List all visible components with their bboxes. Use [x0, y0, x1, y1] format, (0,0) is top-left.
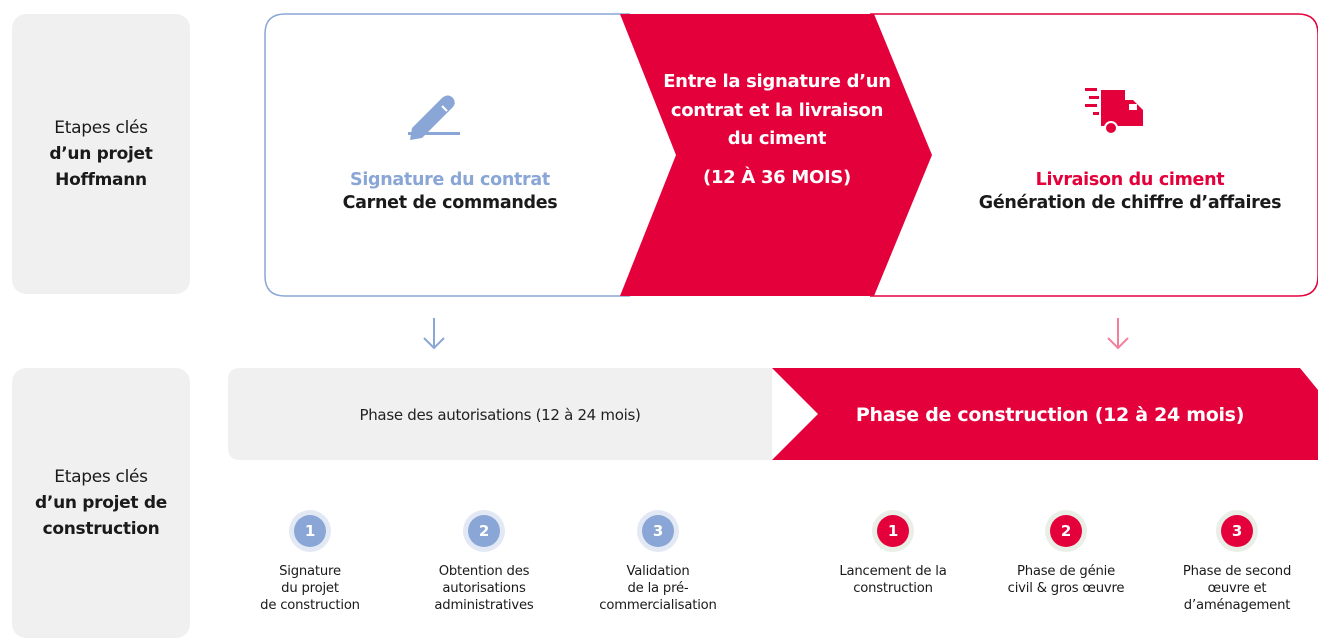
stage-signature: Signature du contrat Carnet de commandes [290, 169, 610, 215]
bottom-row-label-line2: d’un projet de construction [35, 493, 167, 539]
step-number-badge: 3 [1221, 515, 1253, 547]
step-description: Validation de la pré- commercialisation [599, 564, 717, 613]
step-description: Phase de génie civil & gros œuvre [1007, 564, 1125, 596]
delivery-truck-icon [1085, 88, 1143, 135]
bottom-row-label: Etapes clés d’un projet de construction [12, 368, 190, 638]
middle-chevron-text: Entre la signature d’un contrat et la li… [662, 68, 892, 192]
stage-signature-title: Signature du contrat [350, 170, 550, 190]
top-row-label: Etapes clés d’un projet Hoffmann [12, 14, 190, 294]
auth-step-3: 3 Validation de la pré- commercialisatio… [573, 515, 743, 614]
step-number-badge: 3 [642, 515, 674, 547]
step-description: Obtention des autorisations administrati… [434, 564, 534, 613]
phase-auth-bar [228, 368, 772, 460]
middle-chevron [620, 14, 932, 296]
auth-step-2: 2 Obtention des autorisations administra… [399, 515, 569, 614]
phase-cons-bar [772, 368, 1318, 460]
cons-step-3: 3 Phase de second œuvre et d’aménagement [1152, 515, 1318, 614]
bottom-row-label-line1: Etapes clés [54, 467, 148, 487]
pen-signature-icon [408, 95, 460, 140]
cons-step-2: 2 Phase de génie civil & gros œuvre [981, 515, 1151, 597]
arrow-down-red-icon [1107, 318, 1129, 350]
step-description: Signature du projet de construction [260, 564, 360, 613]
top-right-outline [870, 13, 1318, 297]
stage-signature-subtitle: Carnet de commandes [342, 193, 558, 213]
stage-delivery-subtitle: Génération de chiffre d’affaires [978, 193, 1282, 213]
step-number-badge: 1 [294, 515, 326, 547]
auth-step-1: 1 Signature du projet de construction [225, 515, 395, 614]
top-left-outline [264, 13, 630, 297]
step-description: Phase de second œuvre et d’aménagement [1182, 564, 1292, 613]
step-number-badge: 2 [1050, 515, 1082, 547]
phase-construction-label: Phase de construction (12 à 24 mois) [855, 404, 1245, 426]
top-row-label-line1: Etapes clés [54, 118, 148, 138]
stage-delivery-title: Livraison du ciment [1035, 170, 1225, 190]
stage-delivery: Livraison du ciment Génération de chiffr… [950, 169, 1310, 215]
middle-chevron-description: Entre la signature d’un contrat et la li… [663, 71, 891, 149]
step-number-badge: 1 [877, 515, 909, 547]
phase-authorisations-label: Phase des autorisations (12 à 24 mois) [359, 406, 641, 424]
cons-step-1: 1 Lancement de la construction [808, 515, 978, 597]
arrow-down-blue-icon [423, 318, 445, 350]
top-row-label-line2: d’un projet Hoffmann [49, 144, 153, 190]
step-description: Lancement de la construction [839, 564, 947, 596]
middle-chevron-duration: (12 À 36 MOIS) [703, 166, 851, 188]
step-number-badge: 2 [468, 515, 500, 547]
